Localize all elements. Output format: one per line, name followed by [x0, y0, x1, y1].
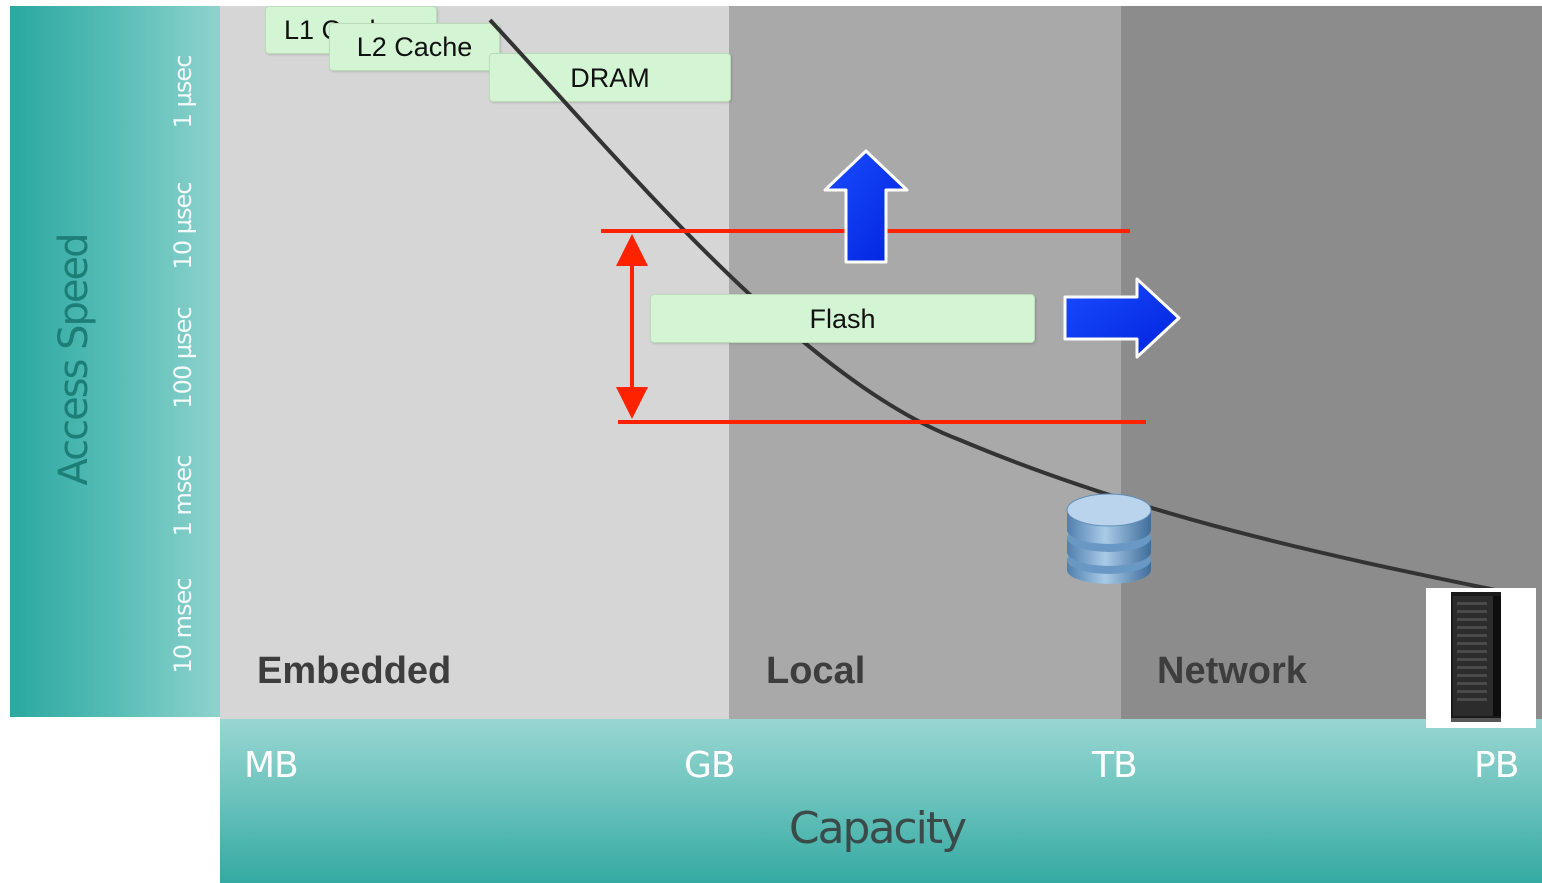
x-tick-tb: TB: [1092, 745, 1138, 786]
arrow-right-icon: [1063, 277, 1181, 359]
server-rack-icon: [1426, 588, 1536, 728]
zone-local: [729, 6, 1121, 719]
x-tick-gb: GB: [684, 745, 736, 786]
x-axis-title: Capacity: [788, 803, 967, 854]
zone-label-local: Local: [766, 650, 866, 692]
y-axis-band: [10, 6, 220, 717]
zone-embedded: [220, 6, 729, 719]
x-tick-pb: PB: [1474, 745, 1519, 786]
zone-label-network: Network: [1157, 650, 1307, 692]
x-tick-mb: MB: [244, 745, 299, 786]
arrow-up-icon: [823, 149, 909, 264]
l2-cache-box: L2 Cache: [329, 23, 500, 71]
access-speed-curve: [488, 18, 1496, 592]
zone-label-embedded: Embedded: [257, 650, 452, 692]
flash-box: Flash: [650, 294, 1035, 343]
x-axis-band: [220, 719, 1542, 883]
flash-range-arrow: [616, 234, 648, 419]
database-icon: [1064, 488, 1154, 588]
